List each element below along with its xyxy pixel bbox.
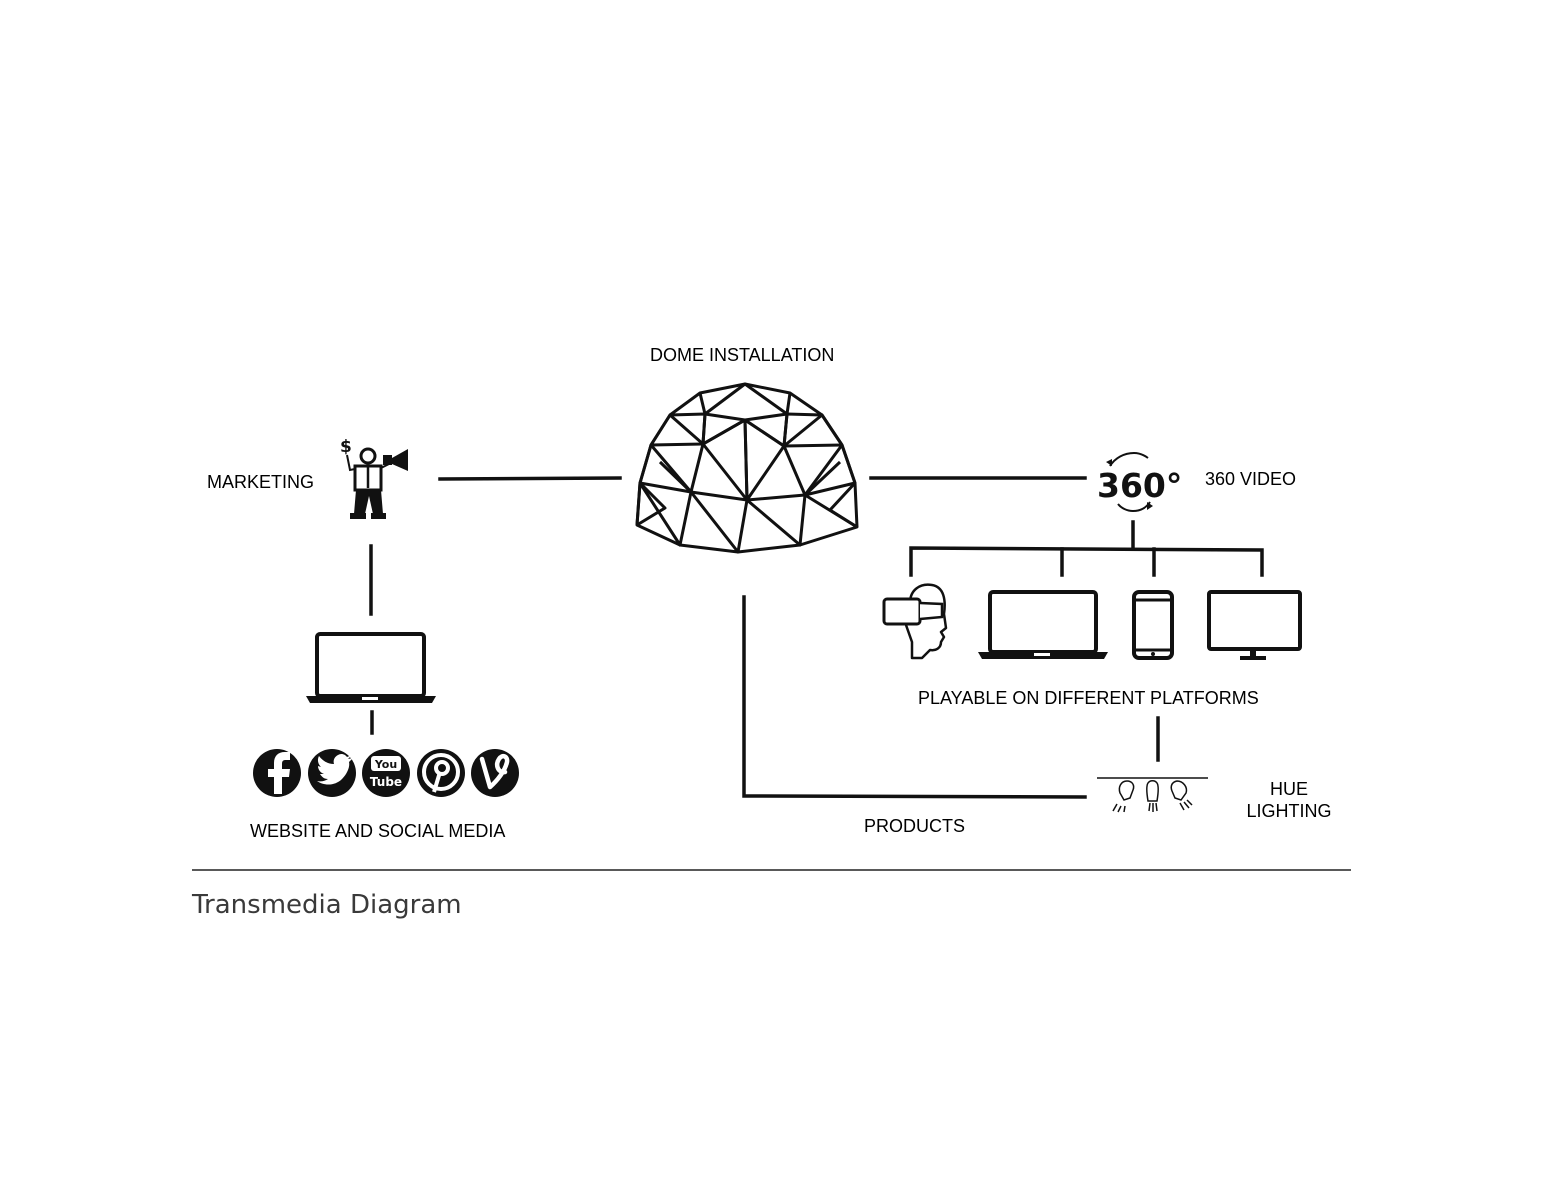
laptop-icon bbox=[306, 632, 436, 703]
connector-lines bbox=[369, 476, 1264, 799]
monitor-icon bbox=[1207, 590, 1302, 660]
rotate-360-icon: 360° bbox=[1097, 451, 1182, 513]
youtube-icon[interactable]: You Tube bbox=[362, 749, 410, 797]
pinterest-icon[interactable] bbox=[417, 749, 465, 797]
vine-icon[interactable] bbox=[471, 749, 519, 797]
hue-lighting-icon bbox=[1097, 777, 1208, 813]
geodesic-dome-icon bbox=[635, 382, 859, 554]
lighting-label: LIGHTING bbox=[1246, 801, 1331, 821]
360-icon-text: 360° bbox=[1097, 466, 1182, 505]
products-label: PRODUCTS bbox=[864, 816, 965, 836]
playable-platforms-label: PLAYABLE ON DIFFERENT PLATFORMS bbox=[918, 688, 1259, 708]
dollar-sign: $ bbox=[340, 437, 352, 457]
laptop-icon bbox=[978, 590, 1108, 659]
marketing-label: MARKETING bbox=[207, 472, 314, 492]
dome-installation-label: DOME INSTALLATION bbox=[650, 345, 834, 365]
hue-label: HUE bbox=[1270, 779, 1308, 799]
360-video-label: 360 VIDEO bbox=[1205, 469, 1296, 489]
vr-headset-icon bbox=[882, 583, 948, 660]
diagram-caption: Transmedia Diagram bbox=[191, 890, 462, 920]
marketing-person-icon: $ bbox=[340, 437, 408, 519]
twitter-icon[interactable] bbox=[308, 749, 356, 797]
facebook-icon[interactable] bbox=[253, 749, 301, 797]
youtube-tube-text: Tube bbox=[370, 775, 402, 789]
smartphone-icon bbox=[1132, 590, 1174, 660]
youtube-you-text: You bbox=[374, 758, 397, 771]
website-social-media-label: WEBSITE AND SOCIAL MEDIA bbox=[250, 821, 505, 841]
